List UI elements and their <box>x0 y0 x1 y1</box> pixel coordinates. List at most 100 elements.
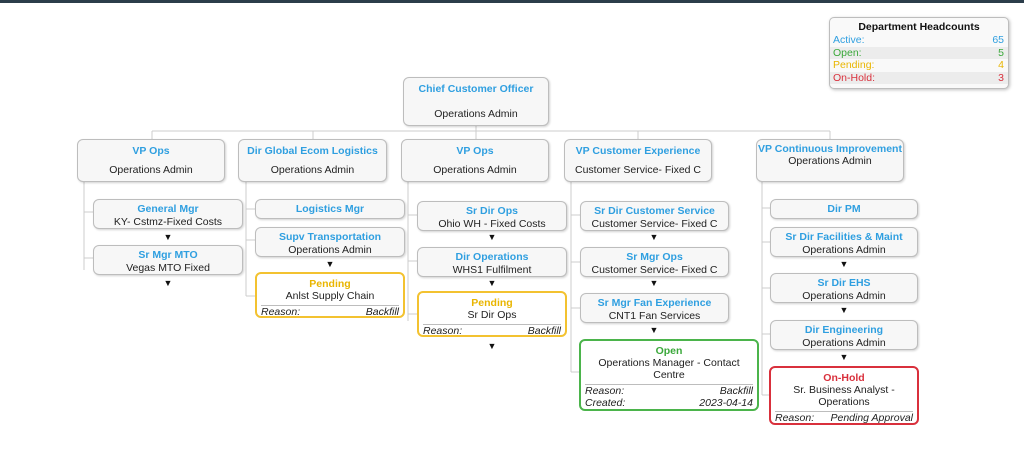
col3-child0-node[interactable]: Sr Dir Customer Service Customer Service… <box>580 201 729 231</box>
col4-child2-node[interactable]: Sr Dir EHS Operations Admin <box>770 273 918 303</box>
col0-child0-node[interactable]: General Mgr KY- Cstmz-Fixed Costs <box>93 199 243 229</box>
col1-head-node[interactable]: Dir Global Ecom Logistics Operations Adm… <box>238 139 387 182</box>
root-subtitle: Operations Admin <box>434 108 518 120</box>
legend-onhold-value: 3 <box>998 71 1004 84</box>
reason-row: Reason: Backfill <box>419 325 565 337</box>
position-description: Sr. Business Analyst - Operations <box>793 384 895 408</box>
node-subtitle: Operations Admin <box>109 164 193 176</box>
root-node[interactable]: Chief Customer Officer Operations Admin <box>403 77 549 126</box>
col1-child0-node[interactable]: Logistics Mgr <box>255 199 405 219</box>
col1-pending-card[interactable]: Pending Anlst Supply Chain Reason: Backf… <box>255 272 405 318</box>
status-label: On-Hold <box>823 372 865 384</box>
node-subtitle: Operations Admin <box>270 164 355 176</box>
legend-pending-label: Pending: <box>833 59 875 71</box>
node-title: Sr Dir Customer Service <box>594 205 715 217</box>
legend-onhold-label: On-Hold: <box>833 71 876 84</box>
col3-open-card[interactable]: Open Operations Manager - Contact Centre… <box>579 339 759 411</box>
down-arrow-icon: ▼ <box>649 232 659 242</box>
col0-head-node[interactable]: VP Ops Operations Admin <box>77 139 225 182</box>
status-label: Open <box>655 345 683 357</box>
node-title: Sr Mgr Ops <box>626 251 683 263</box>
node-title: Sr Mgr MTO <box>138 249 198 261</box>
reason-value: Pending Approval <box>830 412 913 424</box>
col3-child2-node[interactable]: Sr Mgr Fan Experience CNT1 Fan Services <box>580 293 729 323</box>
node-subtitle: Operations Admin <box>433 164 517 176</box>
reason-row: Reason: Backfill <box>581 385 757 397</box>
node-title: Sr Mgr Fan Experience <box>597 297 712 309</box>
down-arrow-icon: ▼ <box>649 325 659 335</box>
legend-pending-value: 4 <box>998 59 1004 71</box>
down-arrow-icon: ▼ <box>163 232 173 242</box>
status-label: Pending <box>309 278 351 290</box>
reason-row: Reason: Backfill <box>257 306 403 318</box>
node-title: Sr Dir Ops <box>466 205 518 217</box>
legend-active-label: Active: <box>833 34 865 46</box>
node-title: Dir Global Ecom Logistics <box>247 145 378 157</box>
node-subtitle: Operations Admin <box>802 244 886 256</box>
headcount-legend: Department Headcounts Active: 65 Open: 5… <box>829 17 1009 89</box>
down-arrow-icon: ▼ <box>487 232 497 242</box>
position-description: Anlst Supply Chain <box>285 290 375 302</box>
col3-head-node[interactable]: VP Customer Experience Customer Service-… <box>564 139 712 182</box>
reason-value: Backfill <box>719 385 753 397</box>
legend-active-value: 65 <box>992 34 1004 46</box>
position-description: Operations Manager - Contact Centre <box>598 357 740 381</box>
divider <box>775 411 913 412</box>
node-subtitle: Ohio WH - Fixed Costs <box>438 218 546 230</box>
node-title: VP Ops <box>132 145 170 157</box>
col4-head-node[interactable]: VP Continuous Improvement Operations Adm… <box>756 139 904 182</box>
down-arrow-icon: ▼ <box>649 278 659 288</box>
node-subtitle: Operations Admin <box>802 337 886 349</box>
legend-row-pending: Pending: 4 <box>830 59 1008 72</box>
node-title: VP Customer Experience <box>575 145 701 157</box>
node-subtitle: Customer Service- Fixed C <box>591 218 718 230</box>
col4-onhold-card[interactable]: On-Hold Sr. Business Analyst - Operation… <box>769 366 919 425</box>
created-value: 2023-04-14 <box>699 397 753 409</box>
node-subtitle: KY- Cstmz-Fixed Costs <box>113 216 223 228</box>
col1-child1-node[interactable]: Supv Transportation Operations Admin <box>255 227 405 257</box>
node-subtitle: WHS1 Fulfilment <box>452 264 532 276</box>
col2-head-node[interactable]: VP Ops Operations Admin <box>401 139 549 182</box>
node-subtitle: Vegas MTO Fixed <box>126 262 210 274</box>
down-arrow-icon: ▼ <box>487 278 497 288</box>
node-subtitle: Customer Service- Fixed C <box>591 264 718 276</box>
reason-label: Reason: <box>423 325 463 337</box>
legend-row-active: Active: 65 <box>830 34 1008 47</box>
reason-row: Reason: Pending Approval <box>771 412 917 424</box>
col4-child1-node[interactable]: Sr Dir Facilities & Maint Operations Adm… <box>770 227 918 257</box>
col4-child3-node[interactable]: Dir Engineering Operations Admin <box>770 320 918 350</box>
legend-open-label: Open: <box>833 46 862 59</box>
status-label: Pending <box>471 297 513 309</box>
legend-open-value: 5 <box>998 46 1004 59</box>
root-title: Chief Customer Officer <box>418 83 534 95</box>
reason-label: Reason: <box>261 306 301 318</box>
divider <box>261 305 399 306</box>
created-row: Created: 2023-04-14 <box>581 397 757 409</box>
node-title: Dir PM <box>827 203 861 215</box>
node-title: VP Continuous Improvement <box>758 143 902 155</box>
down-arrow-icon: ▼ <box>487 341 497 351</box>
col2-child0-node[interactable]: Sr Dir Ops Ohio WH - Fixed Costs <box>417 201 567 231</box>
down-arrow-icon: ▼ <box>839 259 849 269</box>
node-title: Logistics Mgr <box>295 203 365 215</box>
col4-child0-node[interactable]: Dir PM <box>770 199 918 219</box>
node-title: General Mgr <box>137 203 199 215</box>
col2-child1-node[interactable]: Dir Operations WHS1 Fulfilment <box>417 247 567 277</box>
node-subtitle: Operations Admin <box>802 290 886 302</box>
down-arrow-icon: ▼ <box>163 278 173 288</box>
reason-value: Backfill <box>527 325 561 337</box>
divider <box>423 324 561 325</box>
node-subtitle: Operations Admin <box>788 155 872 167</box>
col3-child1-node[interactable]: Sr Mgr Ops Customer Service- Fixed C <box>580 247 729 277</box>
node-subtitle: Operations Admin <box>288 244 372 256</box>
legend-row-onhold: On-Hold: 3 <box>830 71 1008 84</box>
created-label: Created: <box>585 397 626 409</box>
reason-value: Backfill <box>365 306 399 318</box>
node-title: Dir Engineering <box>804 324 884 336</box>
node-subtitle: Customer Service- Fixed C <box>574 164 702 176</box>
col2-pending-card[interactable]: Pending Sr Dir Ops Reason: Backfill <box>417 291 567 337</box>
col0-child1-node[interactable]: Sr Mgr MTO Vegas MTO Fixed <box>93 245 243 275</box>
position-description: Sr Dir Ops <box>467 309 517 321</box>
down-arrow-icon: ▼ <box>325 259 335 269</box>
top-bar <box>0 0 1024 3</box>
